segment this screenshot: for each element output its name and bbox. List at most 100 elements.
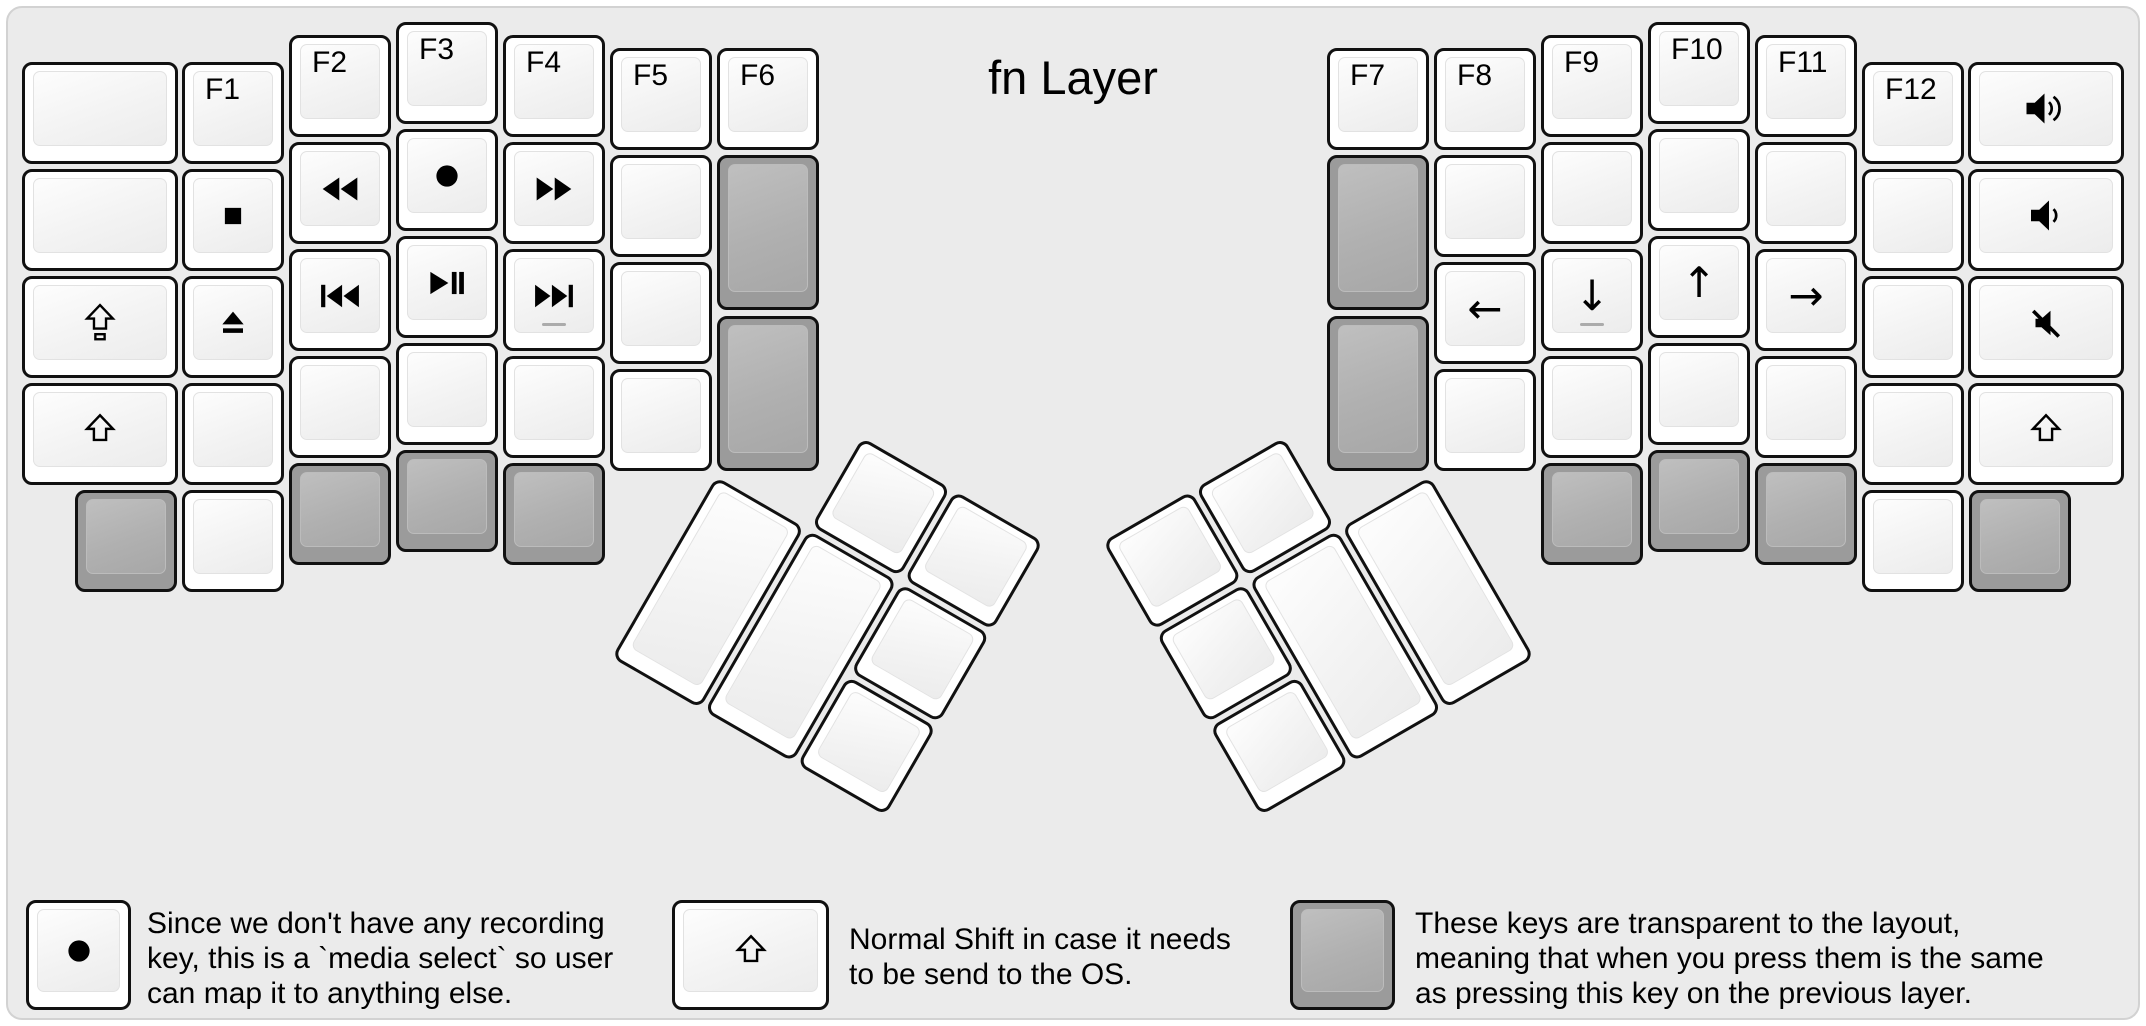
key-volume-up[interactable] bbox=[1968, 62, 2124, 164]
key-f4[interactable]: F4 bbox=[503, 35, 605, 137]
key-f7[interactable]: F7 bbox=[1327, 48, 1429, 150]
key-rewind[interactable] bbox=[289, 142, 391, 244]
key-shift[interactable] bbox=[1968, 383, 2124, 485]
key-transparent[interactable] bbox=[1327, 316, 1429, 471]
key-f2[interactable]: F2 bbox=[289, 35, 391, 137]
key-f5[interactable]: F5 bbox=[610, 48, 712, 150]
key-blank[interactable] bbox=[1541, 356, 1643, 458]
keycap-face bbox=[1552, 472, 1632, 547]
keycap-face: F12 bbox=[1873, 71, 1953, 146]
keycap-face: F4 bbox=[514, 44, 594, 119]
key-volume-down[interactable] bbox=[1968, 169, 2124, 271]
key-arrow-up[interactable]: ↑ bbox=[1648, 236, 1750, 338]
key-arrow-right[interactable]: → bbox=[1755, 249, 1857, 351]
key-f8[interactable]: F8 bbox=[1434, 48, 1536, 150]
key-transparent[interactable] bbox=[289, 463, 391, 565]
legend-text-line: can map it to anything else. bbox=[147, 977, 513, 1010]
key-blank[interactable] bbox=[1434, 369, 1536, 471]
key-blank[interactable] bbox=[396, 343, 498, 445]
keycap-face bbox=[1766, 365, 1846, 440]
key-play-pause[interactable] bbox=[396, 236, 498, 338]
keycap-face: ← bbox=[1445, 271, 1525, 346]
key-shift[interactable] bbox=[22, 383, 178, 485]
key-label: F2 bbox=[312, 46, 348, 79]
key-f9[interactable]: F9 bbox=[1541, 35, 1643, 137]
key-blank[interactable] bbox=[1434, 155, 1536, 257]
keycap-face bbox=[1766, 151, 1846, 226]
legend-text-line: to be send to the OS. bbox=[849, 958, 1133, 991]
keycap-face: F1 bbox=[193, 71, 273, 146]
keycap-face bbox=[1980, 499, 2060, 574]
key-prev-track[interactable] bbox=[289, 249, 391, 351]
key-f11[interactable]: F11 bbox=[1755, 35, 1857, 137]
key-label: F3 bbox=[419, 33, 455, 66]
keycap-face bbox=[33, 71, 167, 146]
key-transparent[interactable] bbox=[1648, 450, 1750, 552]
page-title: fn Layer bbox=[988, 51, 1158, 104]
key-transparent[interactable] bbox=[396, 450, 498, 552]
keycap-face bbox=[621, 271, 701, 346]
record-icon bbox=[408, 139, 486, 212]
homing-bar bbox=[542, 323, 566, 326]
mute-icon bbox=[1980, 286, 2112, 359]
rewind-icon bbox=[301, 152, 379, 225]
key-transparent[interactable] bbox=[717, 155, 819, 310]
key-blank[interactable] bbox=[22, 62, 178, 164]
key-blank[interactable] bbox=[610, 369, 712, 471]
key-arrow-left[interactable]: ← bbox=[1434, 262, 1536, 364]
key-blank[interactable] bbox=[182, 490, 284, 592]
key-blank[interactable] bbox=[182, 383, 284, 485]
key-blank[interactable] bbox=[610, 262, 712, 364]
legend-text-line: These keys are transparent to the layout… bbox=[1415, 907, 1961, 940]
key-f10[interactable]: F10 bbox=[1648, 22, 1750, 124]
key-blank[interactable] bbox=[1862, 490, 1964, 592]
key-blank[interactable] bbox=[1755, 356, 1857, 458]
prev-track-icon bbox=[301, 259, 379, 332]
key-next-track[interactable] bbox=[503, 249, 605, 351]
key-blank[interactable] bbox=[289, 356, 391, 458]
key-f1[interactable]: F1 bbox=[182, 62, 284, 164]
key-label: F8 bbox=[1457, 59, 1493, 92]
key-label: F10 bbox=[1671, 33, 1723, 66]
key-arrow-down[interactable]: ↓ bbox=[1541, 249, 1643, 351]
key-blank[interactable] bbox=[1648, 129, 1750, 231]
key-eject[interactable] bbox=[182, 276, 284, 378]
keycap-face bbox=[407, 352, 487, 427]
key-blank[interactable] bbox=[1648, 343, 1750, 445]
legend-text-line: Normal Shift in case it needs bbox=[849, 923, 1231, 956]
keycap-face bbox=[1445, 378, 1525, 453]
key-label: F4 bbox=[526, 46, 562, 79]
key-blank[interactable] bbox=[1541, 142, 1643, 244]
key-blank[interactable] bbox=[1862, 276, 1964, 378]
fast-forward-icon bbox=[515, 152, 593, 225]
key-f12[interactable]: F12 bbox=[1862, 62, 1964, 164]
key-fast-forward[interactable] bbox=[503, 142, 605, 244]
keycap-face bbox=[1552, 365, 1632, 440]
keycap-face bbox=[683, 909, 818, 992]
volume-up-icon bbox=[1980, 72, 2112, 145]
key-stop[interactable] bbox=[182, 169, 284, 271]
key-caps-lock[interactable] bbox=[22, 276, 178, 378]
key-blank[interactable] bbox=[610, 155, 712, 257]
key-transparent[interactable] bbox=[1541, 463, 1643, 565]
key-blank[interactable] bbox=[1862, 383, 1964, 485]
arrow-left-icon: ← bbox=[1467, 283, 1503, 333]
key-transparent[interactable] bbox=[1755, 463, 1857, 565]
key-blank[interactable] bbox=[503, 356, 605, 458]
keycap-face bbox=[621, 378, 701, 453]
key-blank[interactable] bbox=[22, 169, 178, 271]
key-media-select[interactable] bbox=[396, 129, 498, 231]
key-transparent[interactable] bbox=[1327, 155, 1429, 310]
key-f6[interactable]: F6 bbox=[717, 48, 819, 150]
key-mute[interactable] bbox=[1968, 276, 2124, 378]
key-transparent[interactable] bbox=[75, 490, 177, 592]
key-transparent[interactable] bbox=[503, 463, 605, 565]
key-blank[interactable] bbox=[1755, 142, 1857, 244]
key-transparent[interactable] bbox=[1969, 490, 2071, 592]
key-f3[interactable]: F3 bbox=[396, 22, 498, 124]
key-label: F1 bbox=[205, 73, 241, 106]
keycap-face: F2 bbox=[300, 44, 380, 119]
key-blank[interactable] bbox=[1862, 169, 1964, 271]
key-transparent[interactable] bbox=[717, 316, 819, 471]
shift-icon bbox=[684, 910, 817, 991]
